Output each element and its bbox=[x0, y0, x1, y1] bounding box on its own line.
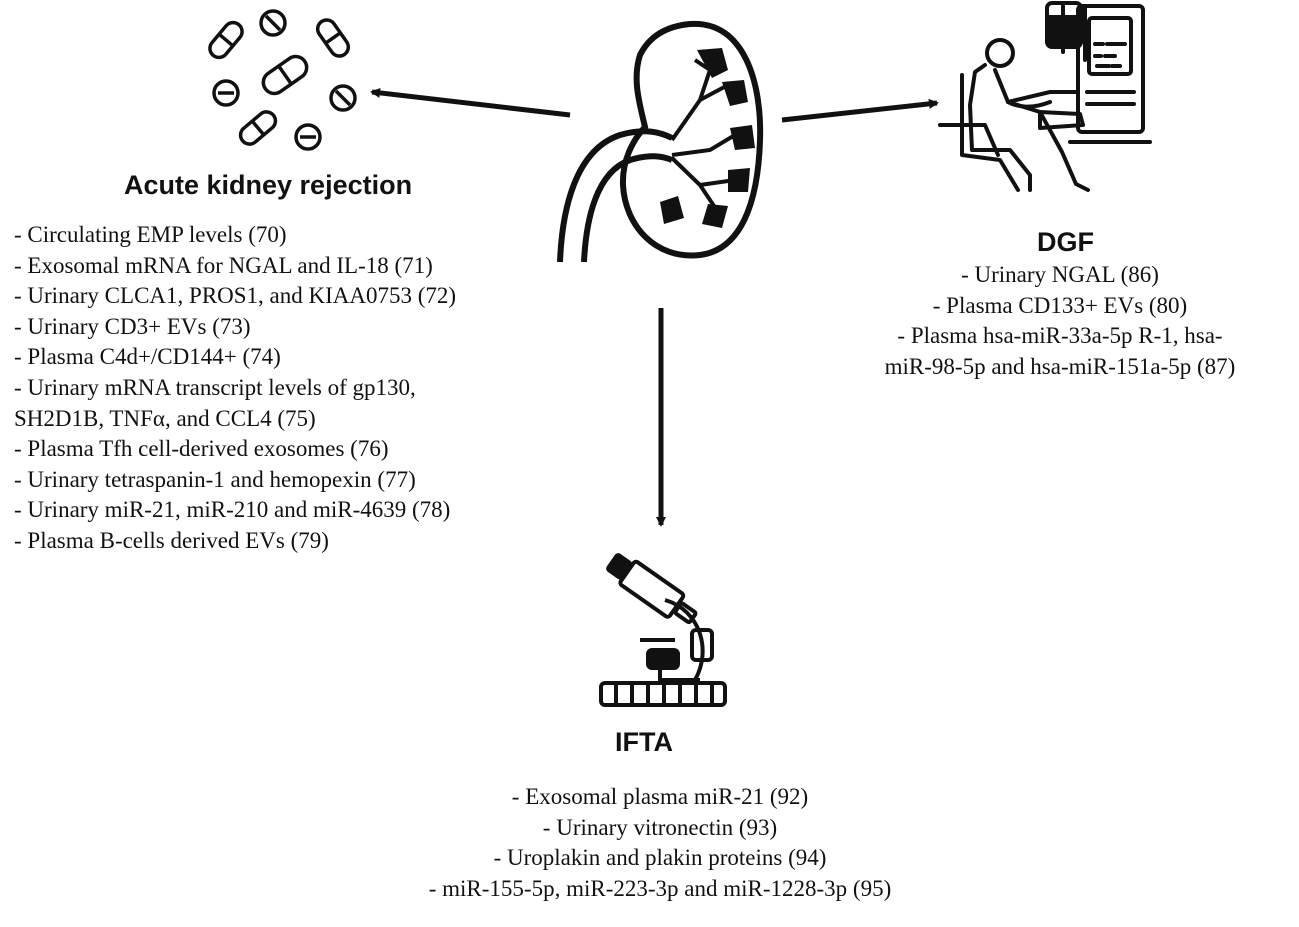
dgf-list: - Urinary NGAL (86) - Plasma CD133+ EVs … bbox=[830, 260, 1290, 382]
arrow-to-dgf bbox=[781, 98, 939, 123]
list-item: - Circulating EMP levels (70) bbox=[14, 222, 287, 247]
list-item: miR-98-5p and hsa-miR-151a-5p (87) bbox=[884, 353, 1236, 379]
list-item: - Exosomal mRNA for NGAL and IL-18 (71) bbox=[14, 252, 433, 278]
dgf-title: DGF bbox=[1037, 227, 1094, 257]
kidney-icon bbox=[557, 20, 764, 263]
list-item: - Plasma hsa-miR-33a-5p R-1, hsa- bbox=[897, 323, 1223, 349]
list-item: - Urinary CD3+ EVs (73) bbox=[14, 313, 251, 339]
list-item: - Urinary miR-21, miR-210 and miR-4639 (… bbox=[14, 497, 451, 523]
list-item: - Urinary CLCA1, PROS1, and KIAA0753 (72… bbox=[14, 283, 457, 309]
list-item: - Plasma CD133+ EVs (80) bbox=[932, 292, 1188, 318]
dialysis-patient-icon bbox=[938, 1, 1152, 192]
list-item: - Plasma Tfh cell-derived exosomes (76) bbox=[14, 436, 389, 462]
list-item: SH2D1B, TNFα, and CCL4 (75) bbox=[14, 405, 316, 431]
list-item: - Urinary vitronectin (93) bbox=[542, 814, 778, 840]
list-item: - Urinary mRNA transcript levels of gp13… bbox=[14, 374, 416, 400]
pills-icon bbox=[208, 9, 357, 151]
list-item: - miR-155-5p, miR-223-3p and miR-1228-3p… bbox=[428, 875, 892, 901]
microscope-icon bbox=[599, 553, 727, 707]
acute-rejection-title: Acute kidney rejection bbox=[124, 170, 413, 200]
list-item: - Urinary tetraspanin-1 and hemopexin (7… bbox=[14, 466, 416, 492]
list-item: - Plasma C4d+/CD144+ (74) bbox=[14, 344, 281, 370]
list-item: - Plasma B-cells derived EVs (79) bbox=[14, 527, 329, 553]
list-item: - Uroplakin and plakin proteins (94) bbox=[493, 845, 827, 871]
ifta-title: IFTA bbox=[615, 727, 673, 757]
arrow-to-acute-rejection bbox=[370, 87, 571, 118]
list-item: - Exosomal plasma miR-21 (92) bbox=[511, 784, 809, 809]
list-item: - Urinary NGAL (86) bbox=[961, 262, 1159, 287]
ifta-list: - Exosomal plasma miR-21 (92) - Urinary … bbox=[360, 782, 960, 904]
acute-rejection-list: - Circulating EMP levels (70) - Exosomal… bbox=[14, 220, 456, 557]
